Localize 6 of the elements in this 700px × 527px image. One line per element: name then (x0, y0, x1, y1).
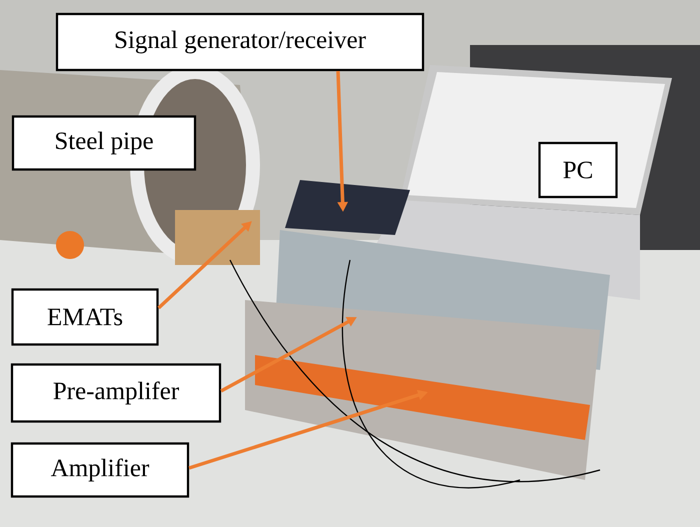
label-box: Signal generator/receiver (56, 12, 424, 72)
label-box: Pre-amplifer (10, 363, 222, 423)
label-box: PC (538, 142, 618, 198)
label-box: EMATs (11, 288, 159, 346)
label-box: Amplifier (10, 442, 190, 498)
label-box: Steel pipe (12, 115, 196, 171)
